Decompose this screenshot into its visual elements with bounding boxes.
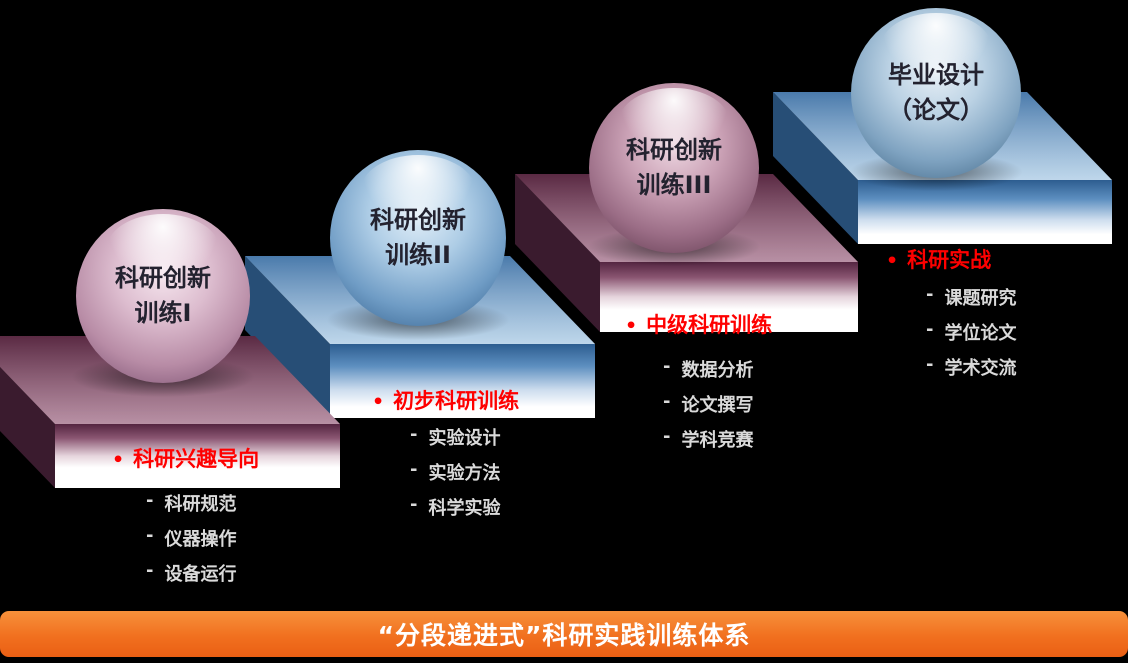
stage-1-list: - 科研规范 - 仪器操作 - 设备运行 <box>146 490 236 595</box>
dash-marker: - <box>146 560 154 581</box>
sphere-label-line-2: 训练II <box>385 241 451 269</box>
bullet-icon: • <box>372 391 385 413</box>
list-item: - 学科竞赛 <box>663 426 753 452</box>
sphere-stage-4-label: 毕业设计 （论文） <box>888 58 984 128</box>
dash-marker: - <box>410 424 418 445</box>
sphere-label-line-2: 训练I <box>134 299 192 327</box>
stage-1-heading-text: 科研兴趣导向 <box>133 447 260 471</box>
list-item: - 实验设计 <box>410 424 500 450</box>
dash-marker: - <box>663 356 671 377</box>
step-4-left-face <box>773 92 858 244</box>
dash-marker: - <box>410 494 418 515</box>
bullet-icon: • <box>625 315 638 337</box>
step-4-front-face <box>858 180 1112 244</box>
stage-3-list: - 数据分析 - 论文撰写 - 学科竞赛 <box>663 356 753 461</box>
list-item-text: 学术交流 <box>944 358 1017 379</box>
sphere-stage-2-label: 科研创新 训练II <box>370 203 466 273</box>
dash-marker: - <box>926 319 934 340</box>
sphere-label-line-1: 科研创新 <box>370 206 466 235</box>
stage-4-heading: • 科研实战 <box>886 244 991 274</box>
sphere-stage-1: 科研创新 训练I <box>76 209 250 383</box>
title-banner: “分段递进式”科研实践训练体系 <box>0 611 1128 657</box>
list-item: - 学术交流 <box>926 354 1016 380</box>
stage-3-heading-text: 中级科研训练 <box>646 313 773 337</box>
step-2-front-face <box>330 344 595 418</box>
list-item: - 课题研究 <box>926 284 1016 310</box>
sphere-stage-4: 毕业设计 （论文） <box>851 8 1021 178</box>
list-item-text: 课题研究 <box>944 288 1017 309</box>
dash-marker: - <box>146 525 154 546</box>
stage-1-heading: • 科研兴趣导向 <box>112 443 259 473</box>
stage-4-list: - 课题研究 - 学位论文 - 学术交流 <box>926 284 1016 389</box>
sphere-stage-2: 科研创新 训练II <box>330 150 506 326</box>
list-item-text: 科研规范 <box>164 494 237 515</box>
list-item-text: 实验设计 <box>428 428 501 449</box>
list-item-text: 数据分析 <box>681 360 754 381</box>
bullet-icon: • <box>886 250 899 272</box>
list-item: - 学位论文 <box>926 319 1016 345</box>
sphere-stage-1-label: 科研创新 训练I <box>115 261 211 331</box>
dash-marker: - <box>663 391 671 412</box>
list-item: - 数据分析 <box>663 356 753 382</box>
list-item: - 实验方法 <box>410 459 500 485</box>
stage-2-heading: • 初步科研训练 <box>372 385 519 415</box>
bullet-icon: • <box>112 449 125 471</box>
dash-marker: - <box>410 459 418 480</box>
list-item: - 仪器操作 <box>146 525 236 551</box>
stage-2-list: - 实验设计 - 实验方法 - 科学实验 <box>410 424 500 529</box>
step-1-left-face <box>0 367 55 488</box>
list-item: - 论文撰写 <box>663 391 753 417</box>
sphere-label-line-1: 科研创新 <box>115 264 211 293</box>
list-item-text: 学科竞赛 <box>681 430 754 451</box>
dash-marker: - <box>926 354 934 375</box>
sphere-stage-3-label: 科研创新 训练III <box>626 133 722 203</box>
list-item: - 设备运行 <box>146 560 236 586</box>
list-item-text: 论文撰写 <box>681 395 754 416</box>
stage-4-heading-text: 科研实战 <box>907 248 992 272</box>
dash-marker: - <box>663 426 671 447</box>
list-item-text: 设备运行 <box>164 564 237 585</box>
sphere-label-line-1: 科研创新 <box>626 136 722 165</box>
sphere-label-line-1: 毕业设计 <box>888 61 984 90</box>
stage-2-heading-text: 初步科研训练 <box>393 389 520 413</box>
list-item: - 科学实验 <box>410 494 500 520</box>
list-item-text: 学位论文 <box>944 323 1017 344</box>
dash-marker: - <box>146 490 154 511</box>
dash-marker: - <box>926 284 934 305</box>
step-3-front-face <box>600 262 858 332</box>
step-2-left-face <box>245 256 330 418</box>
banner-title: “分段递进式”科研实践训练体系 <box>377 621 751 650</box>
list-item-text: 仪器操作 <box>164 529 237 550</box>
sphere-stage-3: 科研创新 训练III <box>589 83 759 253</box>
sphere-label-line-2: 训练III <box>636 171 712 199</box>
list-item-text: 科学实验 <box>428 498 501 519</box>
step-1-front-face <box>55 424 340 488</box>
stage-3-heading: • 中级科研训练 <box>625 309 772 339</box>
list-item-text: 实验方法 <box>428 463 501 484</box>
sphere-label-line-2: （论文） <box>888 96 984 124</box>
list-item: - 科研规范 <box>146 490 236 516</box>
step-3-left-face <box>515 174 600 332</box>
